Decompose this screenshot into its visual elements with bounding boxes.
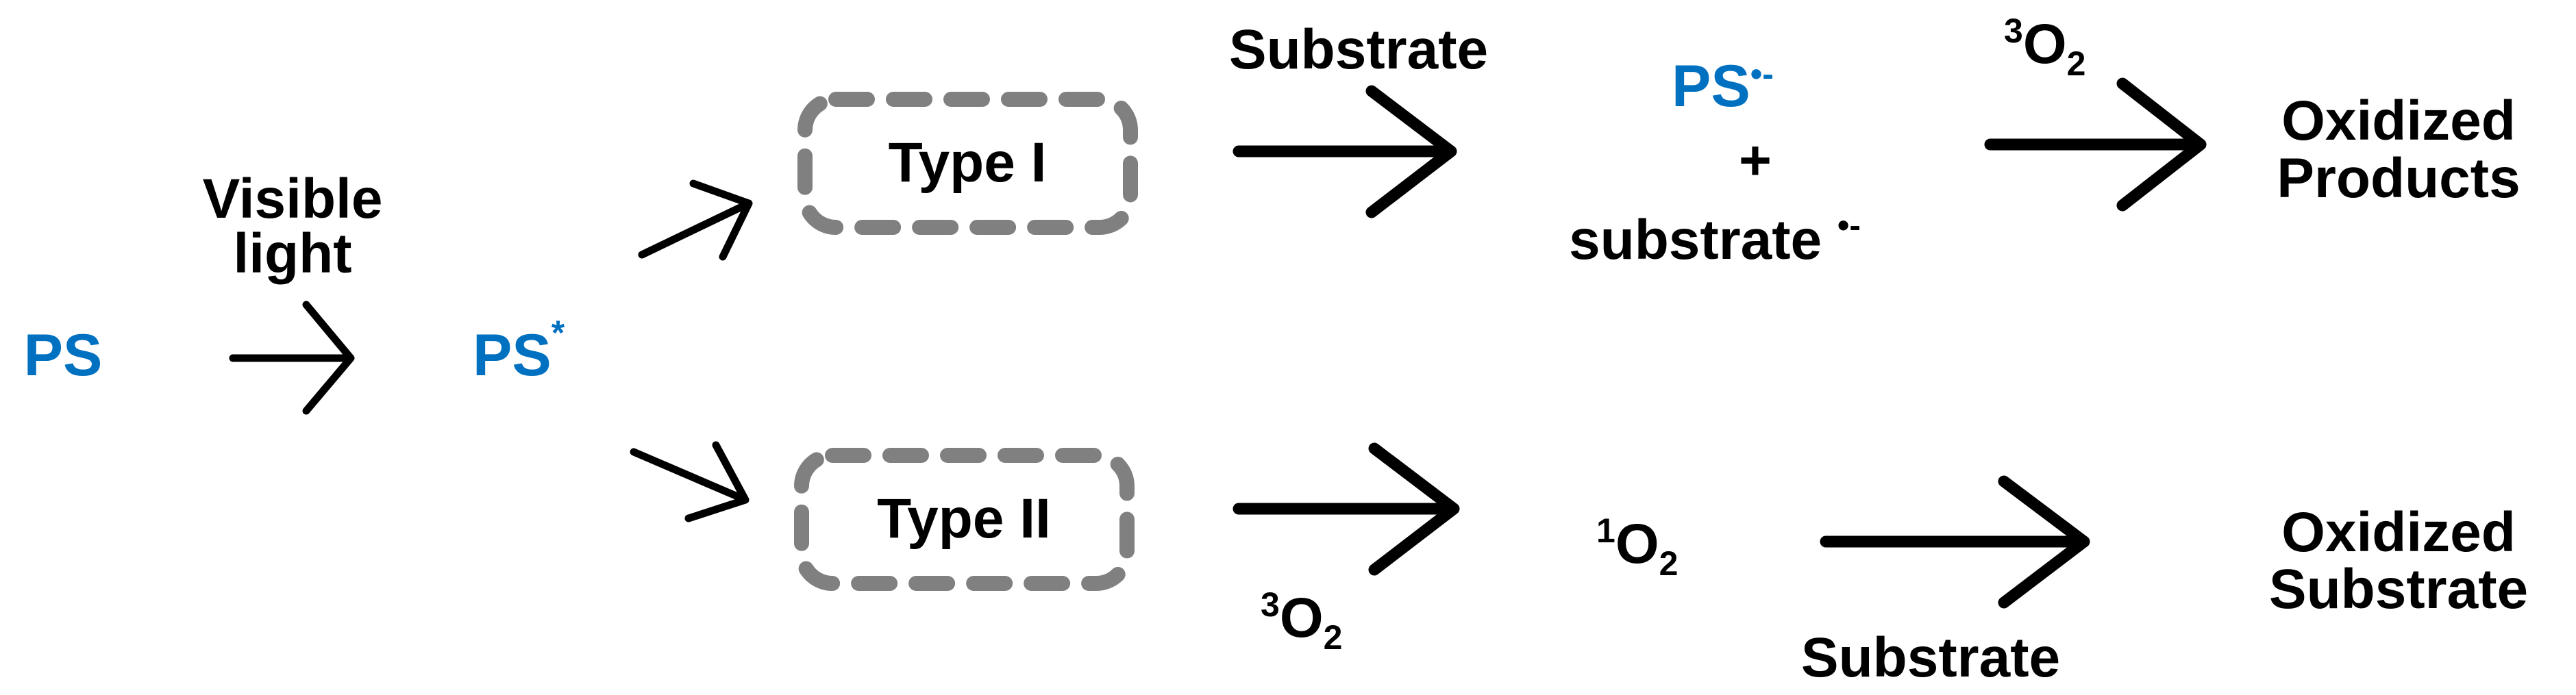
branch-arrow-type1 <box>638 179 753 261</box>
type2-singlet-oxygen: 1O2 <box>1596 511 1678 583</box>
type2-label: Type II <box>877 488 1051 550</box>
type1-ps-radical: PS•- <box>1672 53 1774 119</box>
type1-arrow-2 <box>1984 77 2207 212</box>
type2-reagent-substrate: Substrate <box>1801 627 2060 689</box>
type1-box <box>797 92 1138 235</box>
type1-plus: + <box>1739 129 1772 192</box>
type1-product-line1: Oxidized <box>2281 90 2516 152</box>
type1-triplet-oxygen: 3O2 <box>2004 12 2085 83</box>
visible-light-line1: Visible <box>203 168 383 230</box>
excitation-arrow <box>229 301 355 415</box>
type1-product-line2: Products <box>2277 147 2520 210</box>
visible-light-line2: light <box>233 223 351 285</box>
type2-product-line2: Substrate <box>2269 558 2528 620</box>
type1-arrow-1 <box>1233 85 1457 218</box>
type2-arrow-2 <box>1820 475 2090 609</box>
branch-arrow-type2 <box>630 441 750 522</box>
type2-box <box>794 448 1135 591</box>
type2-product-line1: Oxidized <box>2281 501 2516 564</box>
type1-reagent-substrate: Substrate <box>1229 18 1488 81</box>
type1-substrate-radical: substrate •- <box>1569 206 1861 271</box>
ps-label: PS <box>24 323 103 388</box>
type2-triplet-oxygen: 3O2 <box>1261 585 1342 657</box>
type1-label: Type I <box>889 131 1047 194</box>
ps-excited-label: PS* <box>473 314 565 388</box>
type2-arrow-1 <box>1233 442 1460 576</box>
